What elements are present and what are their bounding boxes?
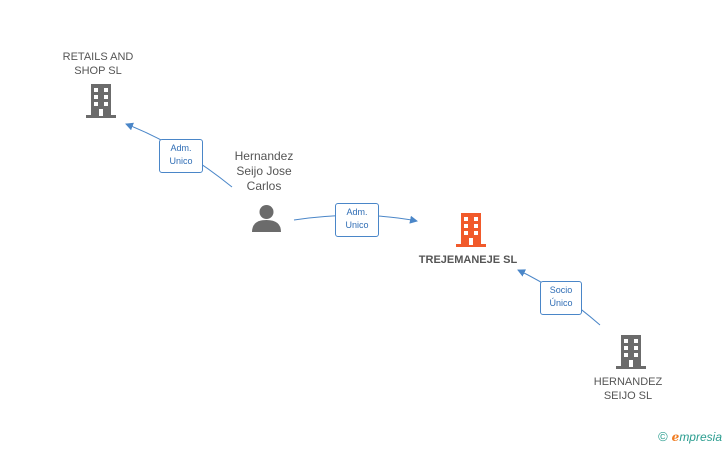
- edge-label-line1: Socio: [549, 285, 573, 295]
- building-icon[interactable]: [86, 84, 116, 118]
- edge-label-line2: Único: [549, 298, 573, 308]
- brand-logo: © empresia: [658, 429, 722, 444]
- person-label[interactable]: Hernandez Seijo Jose Carlos: [234, 149, 294, 193]
- company-label-hernandez-seijo[interactable]: HERNANDEZ SEIJO SL: [593, 376, 663, 402]
- company-label-retails[interactable]: RETAILS AND SHOP SL: [62, 51, 134, 77]
- edge-label-line2: Unico: [345, 220, 369, 230]
- edge-label-line2: Unico: [169, 156, 193, 166]
- edge-label-adm-unico[interactable]: Adm. Unico: [335, 203, 379, 237]
- copyright-icon: ©: [658, 429, 668, 444]
- brand-initial: e: [671, 429, 680, 444]
- edge-label-line1: Adm.: [170, 143, 192, 153]
- focus-company-label[interactable]: TREJEMANEJE SL: [418, 254, 518, 266]
- person-icon[interactable]: [252, 204, 281, 232]
- edge-label-socio-unico[interactable]: Socio Único: [540, 281, 582, 315]
- edge-label-adm-unico[interactable]: Adm. Unico: [159, 139, 203, 173]
- focus-building-icon[interactable]: [456, 213, 486, 247]
- building-icon[interactable]: [616, 335, 646, 369]
- brand-name: mpresia: [679, 429, 722, 444]
- edge-label-line1: Adm.: [346, 207, 368, 217]
